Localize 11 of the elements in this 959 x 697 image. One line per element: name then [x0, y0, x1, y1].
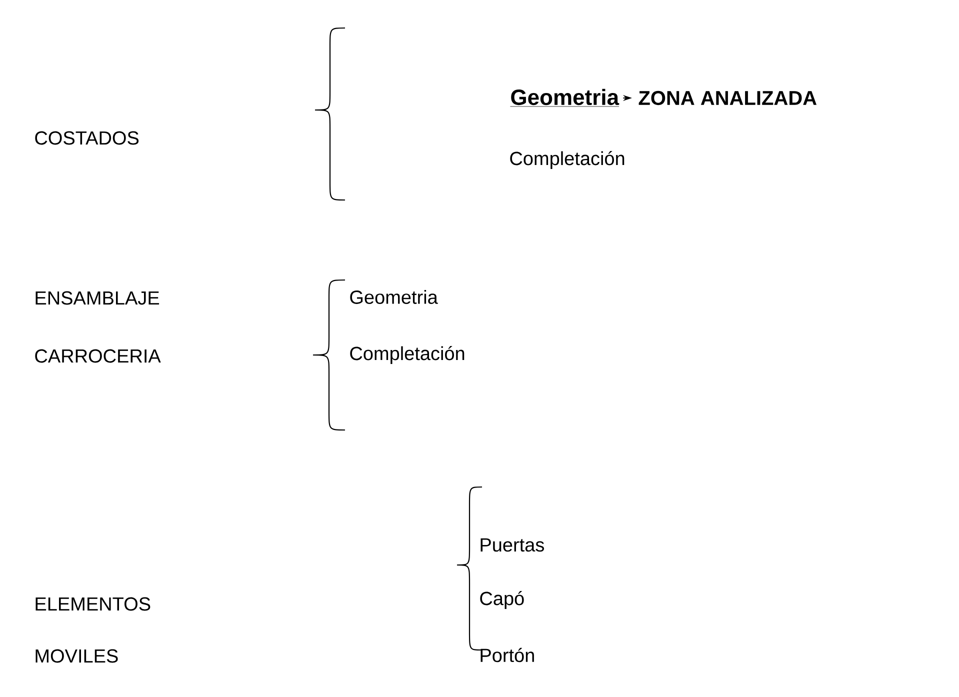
item-label: Completación — [350, 346, 464, 364]
item-label: Puertas — [480, 538, 544, 552]
target-label: ZONA ANALIZADA — [638, 90, 817, 106]
category-label: COSTADOS — [35, 131, 139, 145]
category-label: ELEMENTOS MOVILES — [36, 597, 150, 663]
category-label: ENSAMBLAJE CARROCERIA — [35, 291, 161, 363]
item-label: Capó — [480, 591, 524, 609]
item-label: Portón — [480, 648, 534, 662]
item-label: Completación — [510, 151, 624, 169]
item-label: Geometria — [350, 290, 438, 304]
heading-text: Geometria — [510, 88, 620, 107]
